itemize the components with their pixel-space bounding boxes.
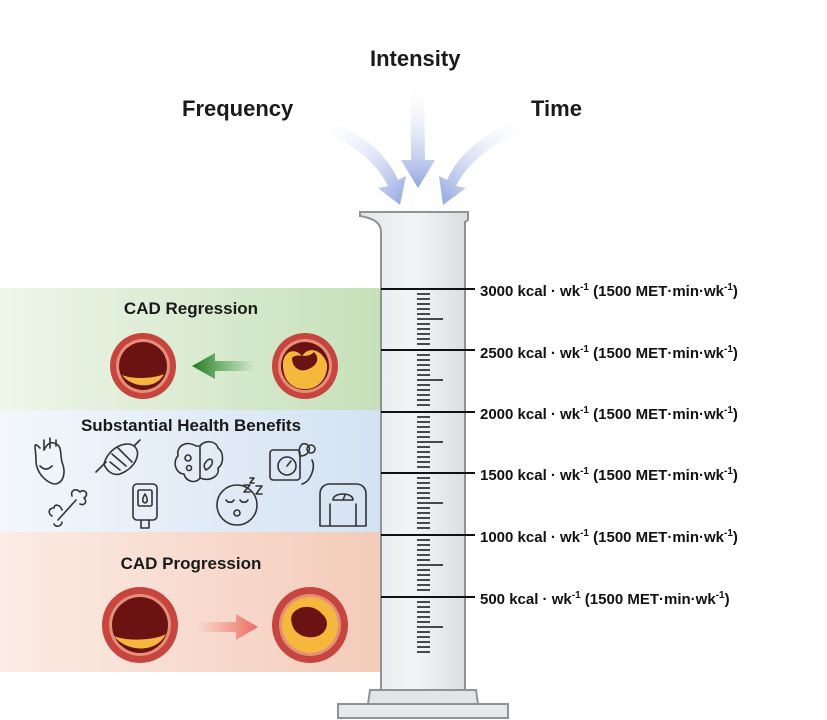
- progression-arrow: [198, 614, 258, 640]
- frequency-label: Frequency: [182, 96, 294, 121]
- intensity-arrow: [401, 80, 435, 188]
- brain-icon: [174, 440, 224, 483]
- scale-label-3: 2000 kcal · wk-1 (1500 MET·min·wk-1): [480, 405, 738, 423]
- health-benefits-title: Substantial Health Benefits: [80, 416, 302, 435]
- cad-regression-title: CAD Regression: [123, 299, 259, 318]
- cad-progression-title: CAD Progression: [120, 554, 262, 573]
- time-arrow: [439, 118, 528, 205]
- minor-graduations: [417, 293, 443, 653]
- progression-vessel-after: [272, 587, 348, 663]
- regression-vessel-before: [272, 333, 338, 399]
- frequency-arrow: [318, 118, 406, 205]
- sleep-icon: [216, 477, 263, 526]
- progression-vessel-before: [102, 587, 178, 663]
- scale-label-5: 1000 kcal · wk-1 (1500 MET·min·wk-1): [480, 528, 738, 546]
- time-label: Time: [531, 96, 582, 121]
- input-arrows: [318, 80, 528, 205]
- regression-arrow: [192, 353, 255, 379]
- scale-label-6: 500 kcal · wk-1 (1500 MET·min·wk-1): [480, 590, 730, 608]
- graduated-cylinder: [337, 211, 509, 719]
- bone-icon: [48, 489, 88, 527]
- weight-scale-icon: [319, 483, 367, 527]
- scale-label-2: 2500 kcal · wk-1 (1500 MET·min·wk-1): [480, 344, 738, 362]
- heart-icon: [34, 437, 65, 485]
- regression-vessel-after: [110, 333, 176, 399]
- scale-label-1: 3000 kcal · wk-1 (1500 MET·min·wk-1): [480, 282, 738, 300]
- glucose-meter-icon: [132, 483, 158, 529]
- major-graduations: [381, 288, 475, 598]
- scale-label-4: 1500 kcal · wk-1 (1500 MET·min·wk-1): [480, 466, 738, 484]
- muscle-icon: [95, 439, 141, 476]
- blood-pressure-icon: [269, 442, 316, 485]
- intensity-label: Intensity: [370, 46, 461, 71]
